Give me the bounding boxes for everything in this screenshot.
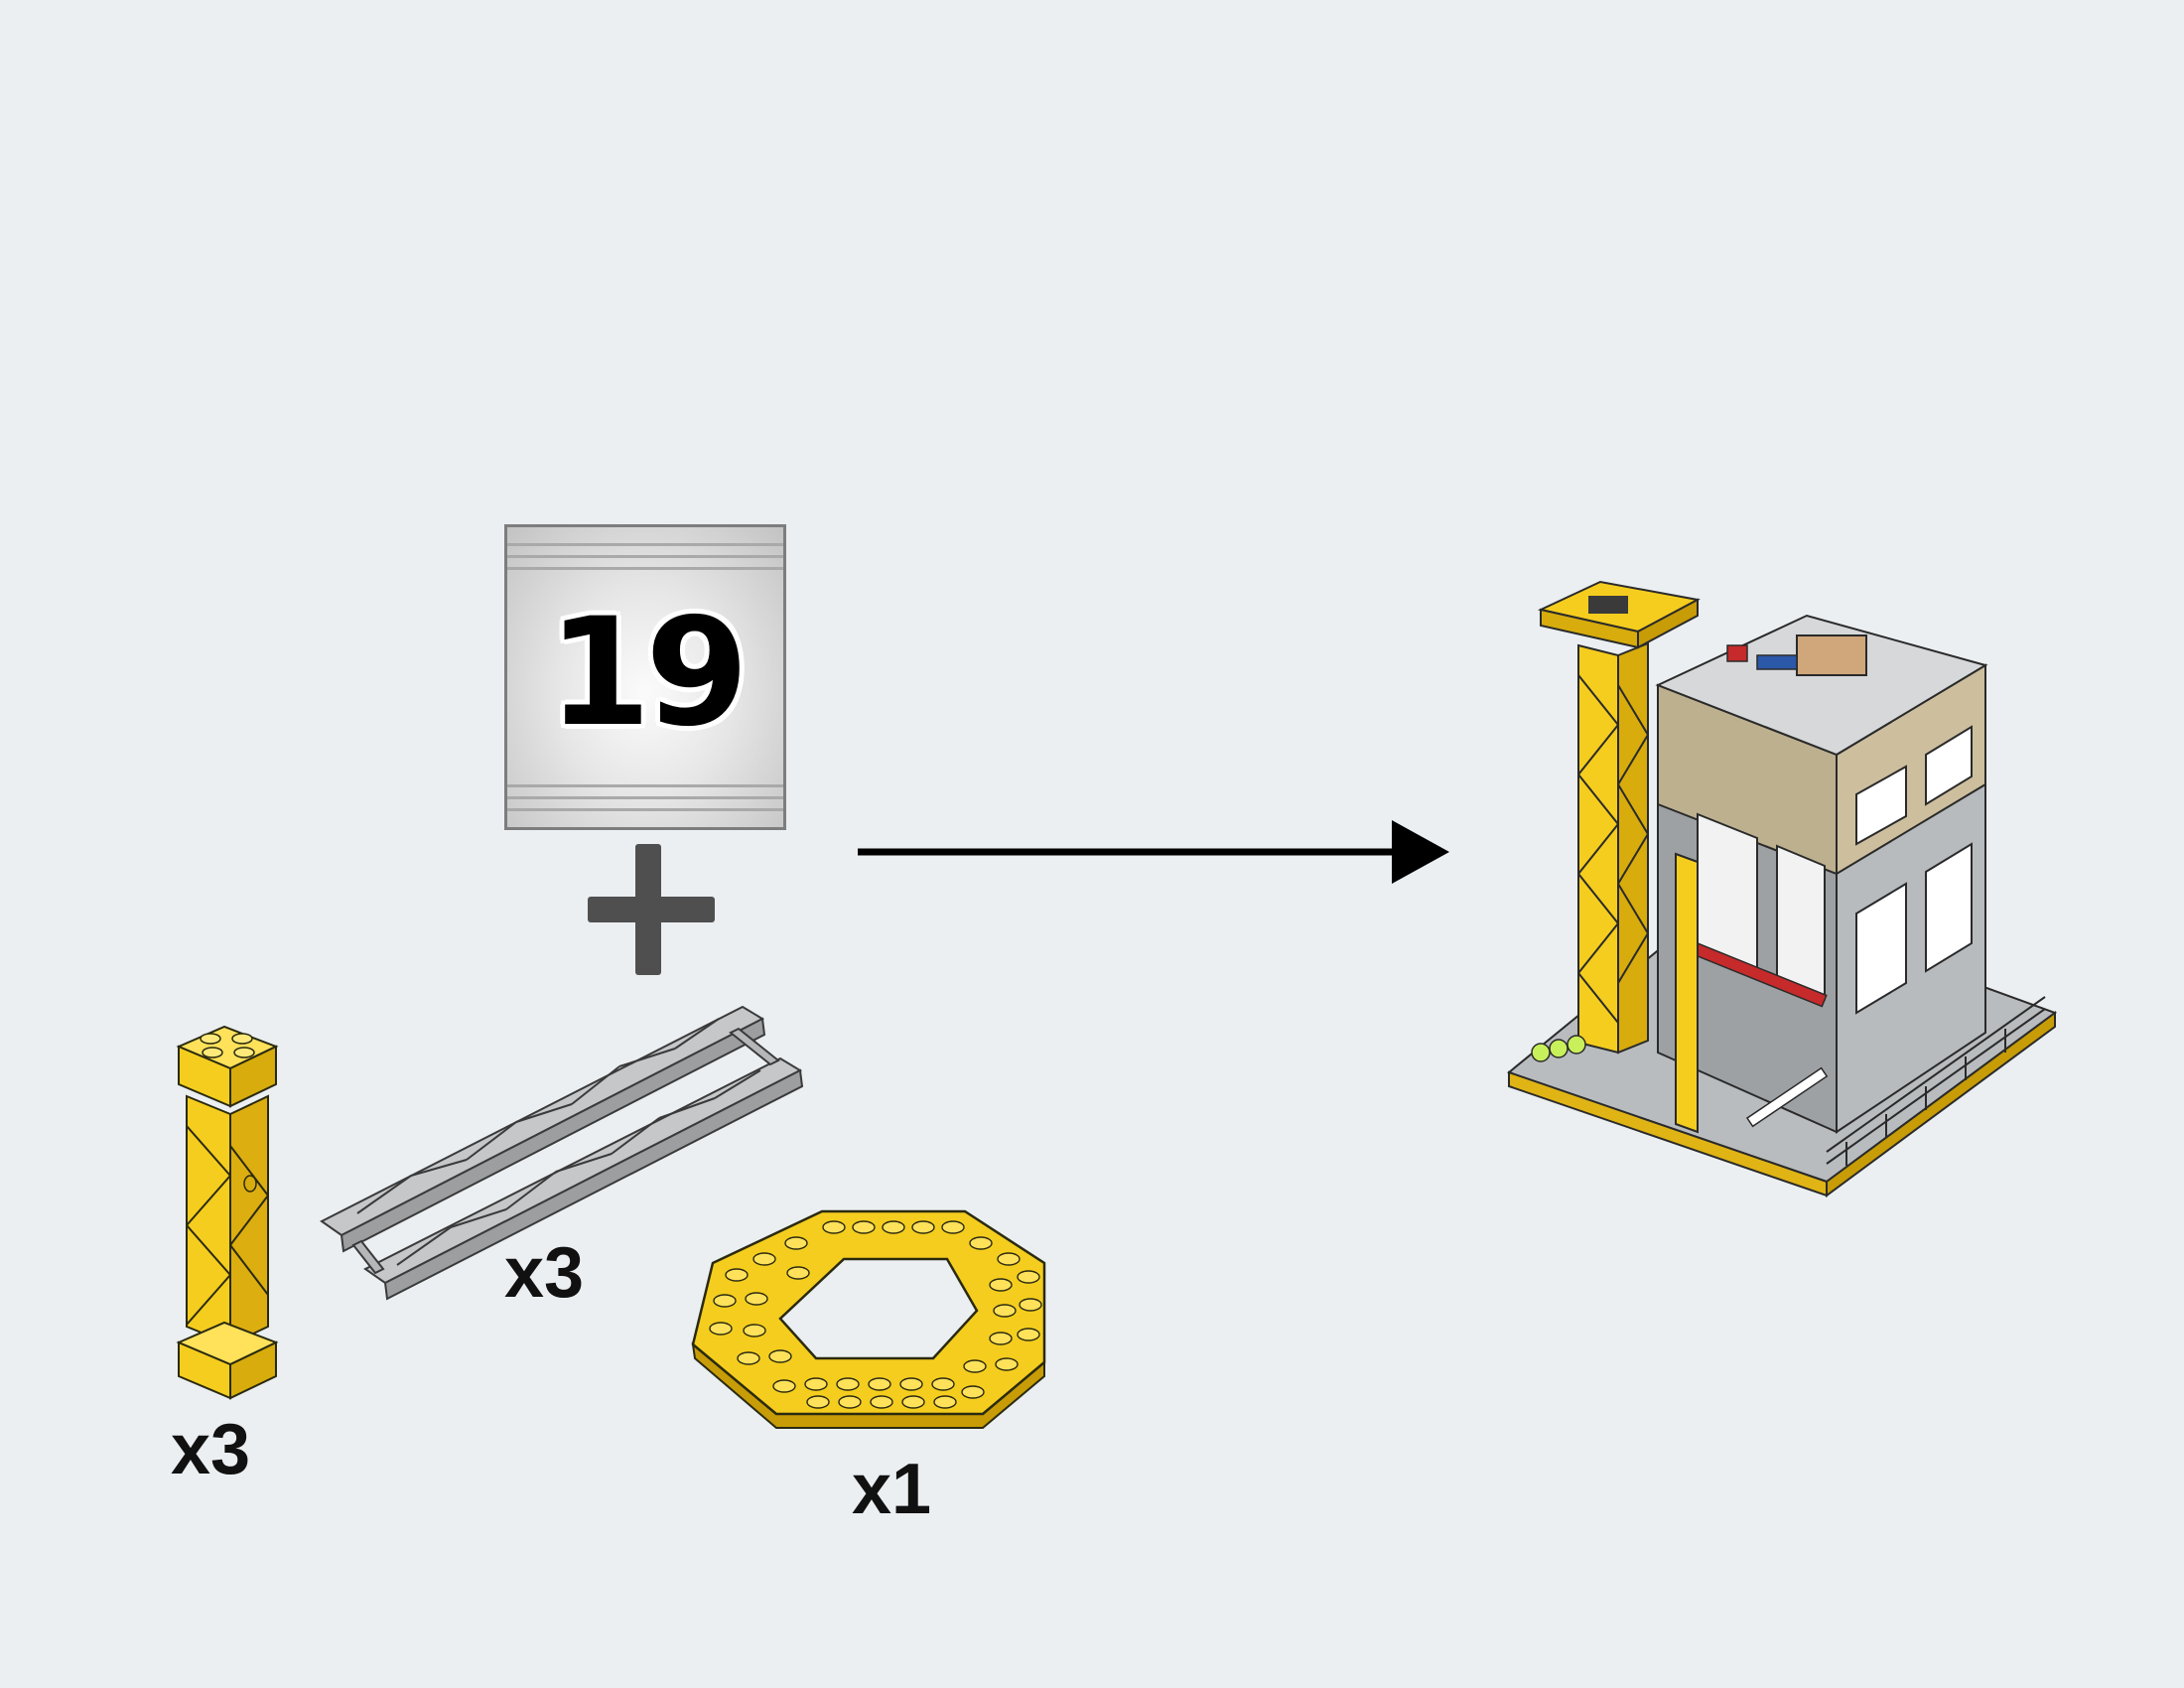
truss-quantity: x3 [504,1233,585,1313]
bag-stripe [507,808,783,811]
bag-number: 19 [547,587,750,760]
ladder-truss-part [320,1005,804,1301]
arrow-right-icon [858,820,1449,884]
bag-stripe [507,784,783,787]
bag-stripe [507,567,783,570]
bag-stripe [507,555,783,558]
octagonal-plate-part [691,1209,1046,1429]
bag-19-icon: 19 [504,524,786,830]
bag-stripe [507,796,783,799]
pillar-quantity: x3 [171,1410,251,1489]
support-pillar-part [176,1025,279,1400]
completed-model-illustration [1506,580,2058,1197]
bag-stripe [507,543,783,546]
plate-quantity: x1 [852,1450,932,1529]
plus-icon [588,844,715,975]
